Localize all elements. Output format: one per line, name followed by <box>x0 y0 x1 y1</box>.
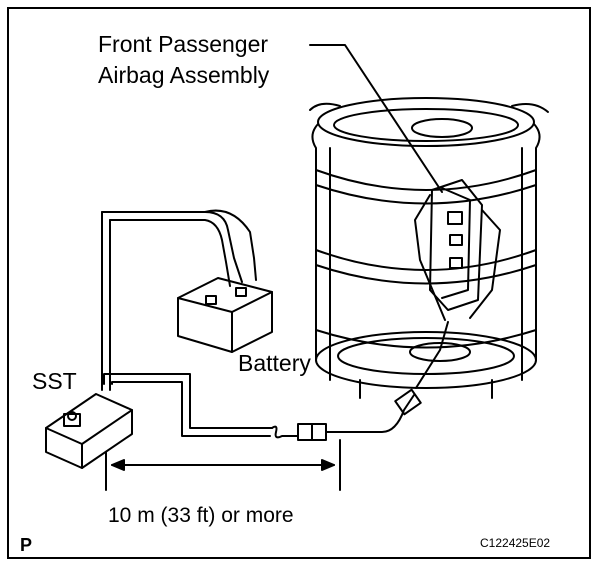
part-label-line1: Front Passenger <box>98 31 269 57</box>
tire-stack-icon <box>309 97 549 399</box>
battery-icon <box>177 277 273 353</box>
part-leader-line <box>309 44 443 193</box>
distance-label: 10 m (33 ft) or more <box>108 504 294 527</box>
main-cable <box>103 373 273 429</box>
figure-code: C122425E02 <box>480 536 551 550</box>
battery-lead-2 <box>109 219 231 287</box>
part-label-line2: Airbag Assembly <box>98 62 270 88</box>
sst-label: SST <box>32 368 77 394</box>
corner-mark: P <box>20 535 33 555</box>
connector-icon <box>297 321 449 441</box>
airbag-assembly-icon <box>414 179 501 321</box>
battery-lead-1 <box>101 211 243 283</box>
battery-label: Battery <box>238 350 311 376</box>
sst-device-icon <box>45 393 133 469</box>
